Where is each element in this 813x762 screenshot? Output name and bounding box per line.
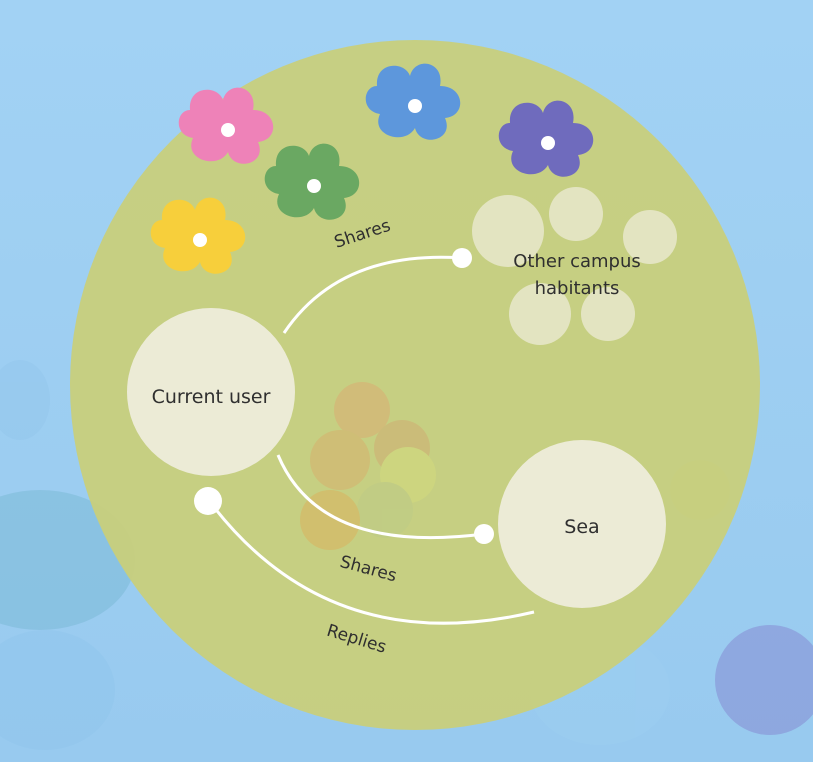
flower-icon (498, 100, 594, 177)
shares-edge-bottom-endpoint (474, 524, 494, 544)
sea-node (498, 440, 666, 608)
other-campus-label-line2: habitants (535, 278, 620, 299)
flower-icon (178, 87, 274, 164)
other-campus-habitants-node: Other campus habitants (472, 187, 677, 345)
current-user-node (127, 308, 295, 476)
current-user-label: Current user (152, 386, 271, 408)
center-cluster-decoration (300, 382, 436, 550)
shares-edge-top (282, 255, 463, 334)
shares-edge-top-endpoint (452, 248, 472, 268)
sea-label: Sea (564, 516, 599, 538)
shares-edge-bottom (276, 454, 485, 540)
flower-icon (150, 197, 246, 274)
flower-icon (264, 143, 360, 220)
other-campus-label-line1: Other campus (513, 251, 641, 272)
replies-edge-endpoint (194, 487, 222, 515)
replies-edge (208, 501, 535, 625)
flower-icon (365, 63, 461, 140)
